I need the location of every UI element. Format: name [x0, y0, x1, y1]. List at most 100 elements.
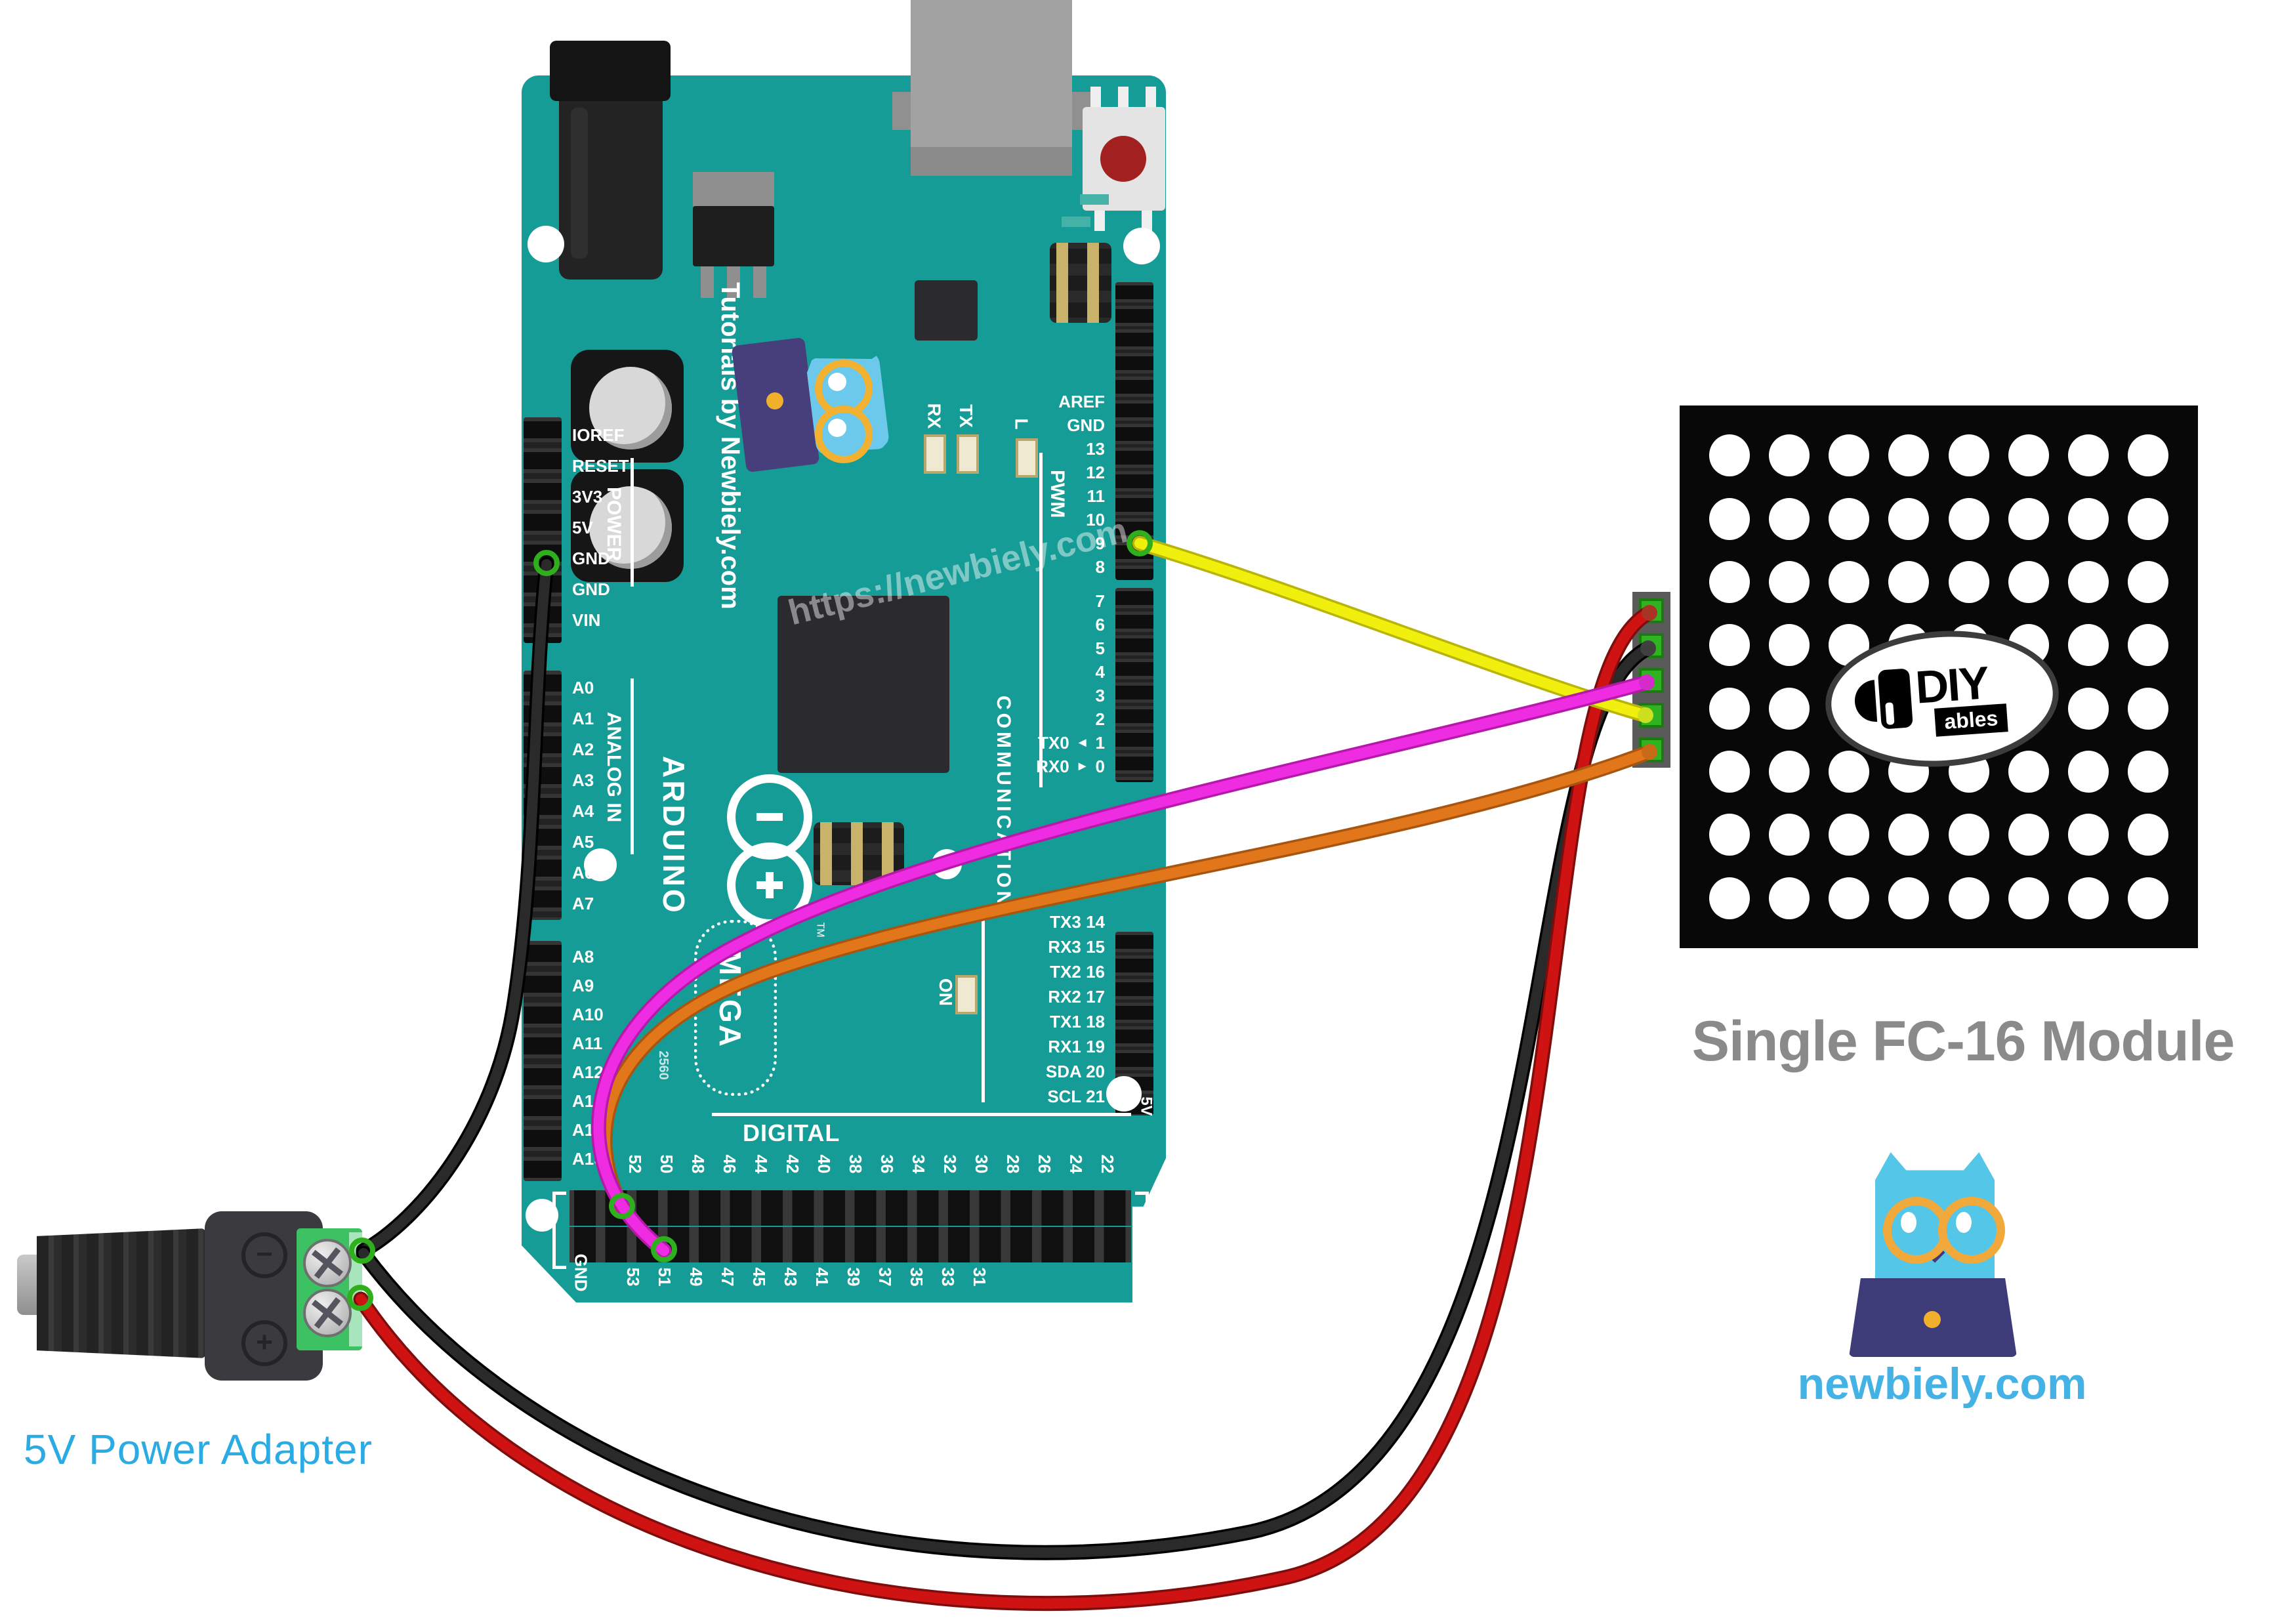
led-dot — [2128, 687, 2169, 730]
pin-label: A8 — [572, 947, 594, 967]
led-dot — [2068, 687, 2109, 730]
pin-label: A14 — [572, 1120, 604, 1140]
reset-leg — [1090, 87, 1101, 109]
diyables-glyph-icon — [1877, 668, 1913, 730]
pin-label: 49 — [686, 1267, 706, 1287]
led-dot — [1948, 877, 1989, 919]
led-dot — [1768, 687, 1810, 730]
pin-label: GND — [572, 549, 610, 568]
digital-divider-line — [712, 1113, 1131, 1116]
plus-terminal-icon: + — [241, 1320, 287, 1366]
pin-label: 22 — [1098, 1154, 1117, 1174]
jack-flange — [550, 41, 671, 101]
analog-divider-line — [631, 678, 634, 854]
owl-eye — [1901, 1212, 1916, 1233]
regulator-leg — [701, 266, 714, 298]
led-dot — [1768, 814, 1810, 856]
minus-terminal-icon: − — [241, 1232, 287, 1278]
pin-label: 44 — [751, 1154, 771, 1174]
pin-label: 34 — [909, 1154, 928, 1174]
led-dot — [1708, 560, 1750, 603]
led-dot — [1948, 497, 1989, 540]
led-dot — [1708, 434, 1750, 477]
icsp-header-top — [1050, 243, 1111, 323]
pin-label: 12 — [1086, 463, 1105, 482]
regulator-tab — [693, 172, 774, 206]
usb-shade — [911, 147, 1072, 176]
led-dot — [2068, 624, 2109, 667]
tx0-label: TX0 — [1038, 732, 1069, 753]
pin-label: TX3 14 — [1050, 912, 1105, 932]
pin-label: 41 — [812, 1267, 832, 1287]
pin-label: 3 — [1095, 686, 1105, 705]
icsp-header-mid — [814, 822, 904, 885]
led-dot — [2008, 814, 2049, 856]
rx0-arrow-icon: ► — [1075, 759, 1089, 774]
arduino-logo-plus-icon — [727, 843, 812, 928]
led-dot — [1829, 497, 1870, 540]
tx-led — [957, 434, 979, 474]
pin-label: 42 — [783, 1154, 802, 1174]
pin-label: 35 — [907, 1267, 926, 1287]
module-caption: Single FC-16 Module — [1691, 1010, 2235, 1073]
led-dot — [2068, 434, 2109, 477]
reset-leg — [1118, 87, 1129, 109]
power-divider-line — [631, 458, 634, 587]
led-dot — [2068, 877, 2109, 919]
led-dot — [1888, 434, 1930, 477]
pin-label: 8 — [1095, 557, 1105, 577]
pin-label: A1 — [572, 709, 594, 728]
led-dot — [2008, 751, 2049, 793]
mount-hole — [1123, 228, 1160, 264]
rx-led — [924, 434, 946, 474]
pin-label: 4 — [1095, 662, 1105, 682]
power-section-label: POWER — [603, 487, 625, 562]
owl-glasses-icon — [815, 406, 873, 463]
pin-label: 26 — [1035, 1154, 1054, 1174]
rx0-label: RX0 — [1036, 756, 1069, 776]
reset-button-cap — [1100, 136, 1146, 182]
pin-label: A6 — [572, 863, 594, 883]
on-led — [955, 975, 978, 1014]
led-dot — [1888, 814, 1930, 856]
trademark-text: TM — [814, 922, 826, 938]
five-v-label: 5V — [1137, 1096, 1155, 1116]
reset-leg — [1142, 209, 1152, 231]
led-dot — [1768, 877, 1810, 919]
pin-label: 6 — [1095, 615, 1105, 635]
led-dot — [1888, 560, 1930, 603]
usb-interface-chip — [915, 280, 978, 341]
regulator-leg — [753, 266, 766, 298]
led-dot — [1708, 877, 1750, 919]
pin-label: 2 — [1095, 709, 1105, 729]
pin-label: VIN — [572, 610, 601, 630]
pin-label: 51 — [655, 1267, 674, 1287]
matrix-pin-connector — [1632, 592, 1670, 768]
led-dot — [1768, 434, 1810, 477]
adapter-caption: 5V Power Adapter — [24, 1426, 373, 1473]
reset-leg — [1146, 87, 1156, 109]
pin-label: A0 — [572, 678, 594, 697]
pin-label: GND — [572, 579, 610, 599]
comm-section-label: COMMUNICATION — [993, 696, 1014, 909]
led-dot — [1768, 751, 1810, 793]
pin-label: A11 — [572, 1033, 603, 1053]
mega-model-text: MEGA — [713, 950, 747, 1049]
rx-led-label: RX — [924, 403, 945, 429]
pin-label: RX3 15 — [1048, 937, 1105, 957]
pin-label: A9 — [572, 976, 594, 995]
capacitor-top — [589, 367, 672, 449]
led-dot — [2008, 497, 2049, 540]
led-dot — [2008, 560, 2049, 603]
led-dot — [1948, 814, 1989, 856]
pin-label: 24 — [1066, 1154, 1086, 1174]
led-dot — [2128, 434, 2169, 477]
owl-eye — [828, 419, 846, 437]
pin-label: SCL 21 — [1047, 1087, 1105, 1106]
regulator-body — [693, 206, 774, 266]
